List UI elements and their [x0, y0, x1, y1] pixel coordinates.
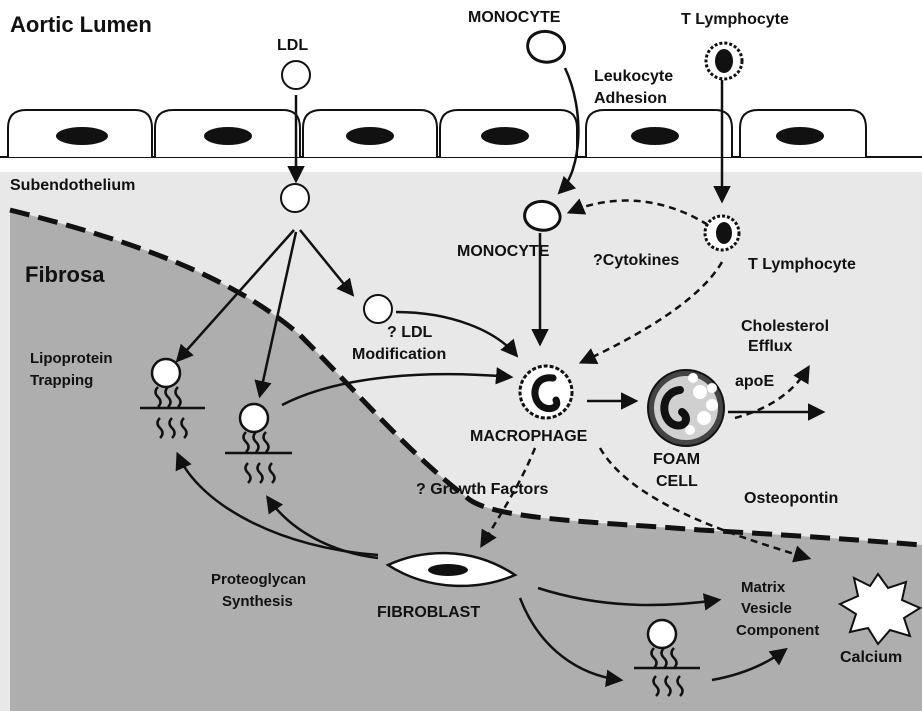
ldl-modification-line2: Modification — [352, 346, 446, 363]
trapping-label: Trapping — [30, 372, 93, 389]
macrophage-label: MACROPHAGE — [470, 428, 588, 445]
adhesion-label: Adhesion — [594, 90, 667, 107]
ldl-label: LDL — [277, 37, 308, 54]
foam-cell — [648, 370, 724, 446]
ldl-particle-lumen — [282, 61, 310, 89]
monocyte-sub-cell — [525, 201, 560, 230]
t-lymphocyte-sub-label: T Lymphocyte — [748, 256, 856, 273]
monocyte-lumen-label: MONOCYTE — [468, 9, 561, 26]
fibrosa-label: Fibrosa — [25, 262, 105, 287]
cholesterol-label: Cholesterol — [741, 318, 829, 335]
component-label: Component — [736, 622, 819, 639]
proteoglycan-label: Proteoglycan — [211, 571, 306, 588]
t-lymphocyte-lumen-label: T Lymphocyte — [681, 11, 789, 28]
calcium-label: Calcium — [840, 649, 902, 666]
lipoprotein-label: Lipoprotein — [30, 350, 113, 367]
fibroblast-label: FIBROBLAST — [377, 604, 480, 621]
monocyte-sub-label: MONOCYTE — [457, 243, 550, 260]
vesicle-label: Vesicle — [741, 600, 792, 617]
subendothelium-label: Subendothelium — [10, 177, 135, 194]
cell-label: CELL — [656, 473, 698, 490]
t-lymphocyte-lumen-cell — [706, 43, 742, 79]
ldl-particle-subendothelium — [281, 184, 309, 212]
endothelium — [0, 110, 922, 157]
t-lymphocyte-sub-cell — [705, 216, 739, 250]
foam-label: FOAM — [653, 451, 700, 468]
growth-factors-label: ? Growth Factors — [416, 481, 549, 498]
efflux-label: Efflux — [748, 338, 793, 355]
macrophage-cell — [520, 366, 572, 418]
aortic-lumen-label: Aortic Lumen — [10, 12, 152, 37]
apoe-label: apoE — [735, 373, 774, 390]
ldl-modification-line1: ? LDL — [387, 324, 433, 341]
monocyte-lumen-cell — [528, 31, 565, 62]
matrix-label: Matrix — [741, 579, 786, 596]
osteopontin-label: Osteopontin — [744, 490, 838, 507]
leukocyte-label: Leukocyte — [594, 68, 673, 85]
cytokines-label: ?Cytokines — [593, 252, 679, 269]
synthesis-label: Synthesis — [222, 593, 293, 610]
ldl-particle-modified — [364, 295, 392, 323]
